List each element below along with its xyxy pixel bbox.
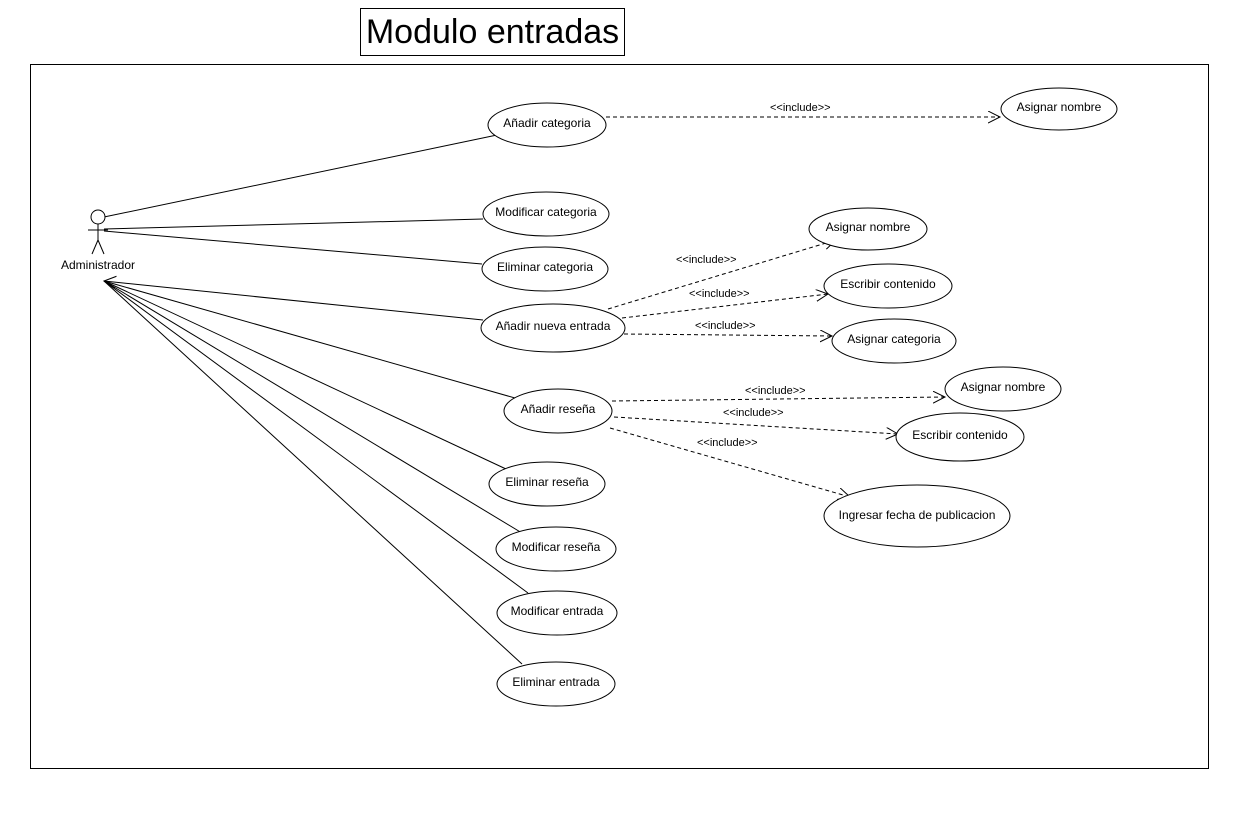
include-label: <<include>> xyxy=(723,407,784,419)
include-label: <<include>> xyxy=(695,320,756,332)
usecase-anadir-resena xyxy=(503,388,613,434)
system-boundary xyxy=(30,64,1209,769)
usecase-ent-asignar-categoria xyxy=(831,318,957,364)
usecase-res-escribir-contenido xyxy=(895,412,1025,462)
usecase-label: Modificar categoria xyxy=(495,205,597,219)
usecase-res-asignar-nombre xyxy=(944,366,1062,412)
actor-leg-right xyxy=(97,239,105,255)
assoc-eliminar-categoria xyxy=(103,230,483,265)
use-cases xyxy=(480,87,1118,707)
usecase-eliminar-entrada xyxy=(496,661,616,707)
actor-leg-left xyxy=(91,239,99,255)
assoc-modificar-resena xyxy=(103,280,523,534)
assoc-eliminar-entrada xyxy=(103,280,523,665)
usecase-label: Modificar entrada xyxy=(511,604,604,618)
include-label: <<include>> xyxy=(689,288,750,300)
usecase-modificar-categoria xyxy=(482,191,610,237)
assoc-modificar-categoria xyxy=(103,218,484,230)
include-label: <<include>> xyxy=(676,254,737,266)
usecase-label: Asignar categoria xyxy=(847,332,941,346)
diagram-title: Modulo entradas xyxy=(360,8,625,56)
assoc-anadir-resena xyxy=(103,280,523,401)
actor-head xyxy=(90,209,106,225)
associations xyxy=(103,134,529,665)
usecase-label: Asignar nombre xyxy=(1017,100,1102,114)
include-line-res-nombre xyxy=(611,397,945,401)
usecase-modificar-entrada xyxy=(496,590,618,636)
use-case-labels: Añadir categoria Modificar categoria Eli… xyxy=(495,100,1101,689)
include-line-res-contenido xyxy=(613,416,898,434)
usecase-label: Escribir contenido xyxy=(840,277,936,291)
include-line-ent-categoria xyxy=(623,334,832,336)
usecase-ent-asignar-nombre xyxy=(808,207,928,251)
actor-administrador xyxy=(88,209,108,255)
usecase-cat-asignar-nombre xyxy=(1000,87,1118,131)
usecase-label: Eliminar reseña xyxy=(505,475,589,489)
assoc-eliminar-resena xyxy=(103,280,507,470)
actor-label: Administrador xyxy=(61,258,135,272)
usecase-label: Añadir reseña xyxy=(521,402,596,416)
include-label: <<include>> xyxy=(745,385,806,397)
assoc-anadir-nueva-entrada xyxy=(104,281,484,321)
usecase-modificar-resena xyxy=(495,526,617,572)
usecase-label: Añadir nueva entrada xyxy=(496,319,611,333)
include-dependencies xyxy=(606,117,1000,497)
usecase-anadir-nueva-entrada xyxy=(480,303,626,353)
assoc-modificar-entrada xyxy=(103,280,529,594)
usecase-label: Eliminar entrada xyxy=(512,675,600,689)
usecase-label: Escribir contenido xyxy=(912,428,1008,442)
usecase-label: Modificar reseña xyxy=(512,540,601,554)
usecase-label: Añadir categoria xyxy=(503,116,591,130)
usecase-label: Ingresar fecha de publicacion xyxy=(839,508,996,522)
include-labels: <<include>> <<include>> <<include>> <<in… xyxy=(676,102,831,449)
include-label: <<include>> xyxy=(770,102,831,114)
usecase-eliminar-resena xyxy=(488,461,606,507)
usecase-label: Eliminar categoria xyxy=(497,260,593,274)
usecase-eliminar-categoria xyxy=(481,246,609,292)
usecase-ent-escribir-contenido xyxy=(823,263,953,309)
usecase-res-ingresar-fecha xyxy=(823,484,1011,548)
include-label: <<include>> xyxy=(697,437,758,449)
usecase-anadir-categoria xyxy=(487,102,607,148)
usecase-label: Asignar nombre xyxy=(826,220,911,234)
usecase-label: Asignar nombre xyxy=(961,380,1046,394)
assoc-anadir-categoria xyxy=(103,134,498,218)
include-line-ent-nombre xyxy=(607,240,836,310)
